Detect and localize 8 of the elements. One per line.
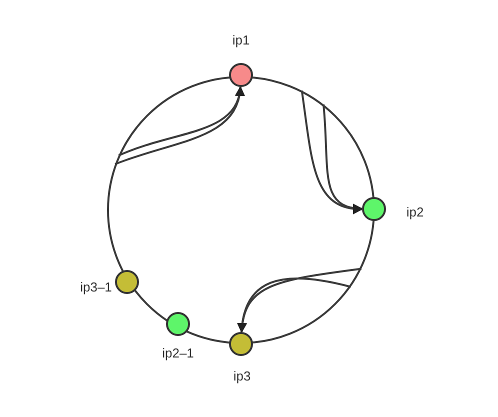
node-label: ip1 [232, 32, 250, 48]
curved-arrow [300, 90, 363, 214]
curved-arrow [238, 278, 351, 333]
node-label: ip2 [406, 204, 424, 220]
node-label: ip3–1 [80, 280, 112, 294]
curved-arrow [322, 104, 363, 213]
node-label: ip2–1 [162, 346, 194, 360]
node-label: ip3 [233, 368, 251, 384]
